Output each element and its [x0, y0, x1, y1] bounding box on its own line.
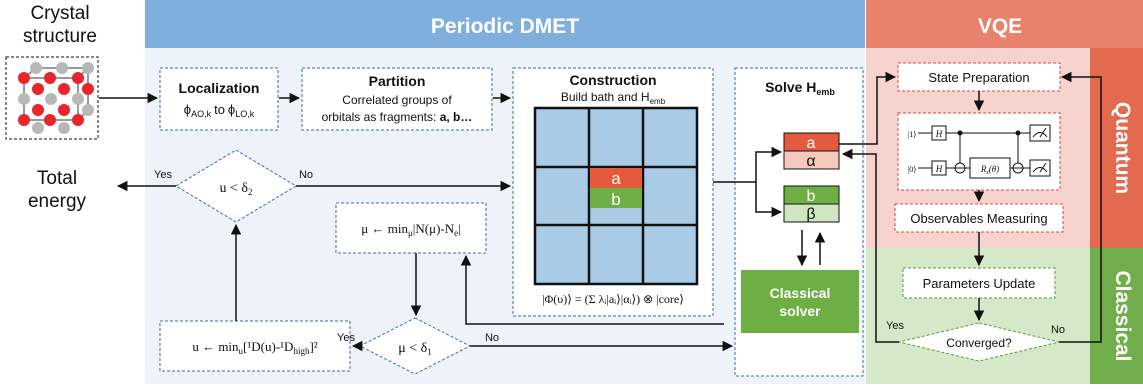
total-energy-label-1: Total	[37, 168, 77, 189]
vqe-title: VQE	[978, 15, 1022, 38]
solve-alpha-label: α	[806, 153, 815, 170]
partition-line1: Correlated groups of	[342, 93, 452, 107]
dmet-header	[145, 0, 865, 48]
construction-title: Construction	[569, 72, 656, 88]
qubit0-label: |0⟩	[908, 165, 917, 174]
observables-box	[894, 203, 1064, 233]
h-gate-1: H	[935, 129, 943, 139]
flow-arrows	[99, 71, 1102, 352]
solve-a-label: a	[807, 135, 816, 152]
mu-decision-diamond	[358, 317, 472, 375]
state-preparation-box	[897, 62, 1061, 92]
crystal-structure-image	[5, 56, 99, 140]
u-decision-no: No	[299, 169, 313, 181]
solve-title: Solve Hemb	[765, 79, 835, 97]
mu-update-box	[335, 202, 487, 254]
classical-solver-box	[741, 270, 859, 333]
partition-title: Partition	[369, 73, 426, 89]
quantum-circuit: |1⟩ |0⟩ H H Rz(θ)	[897, 112, 1061, 191]
wavefunction-formula: |Φ(υ)⟩ = (Σ λᵢ|aᵢ⟩|αᵢ⟩) ⊗ |core⟩	[542, 292, 684, 306]
u-decision-text: u < δ2	[220, 181, 253, 197]
mu-decision-text: μ < δ1	[398, 341, 432, 357]
fragment-b-label: b	[611, 190, 620, 209]
dmet-title: Periodic DMET	[431, 15, 579, 38]
converged-yes: Yes	[886, 320, 904, 332]
crystal-label-2: structure	[23, 26, 97, 47]
classical-side-band	[1090, 248, 1143, 384]
solve-alpha-block	[783, 150, 840, 170]
classical-solver-line2: solver	[779, 303, 821, 319]
u-decision-diamond	[175, 149, 297, 223]
classical-solver-line1: Classical	[770, 285, 831, 301]
mu-decision-yes: Yes	[337, 332, 355, 344]
h-gate-0: H	[935, 164, 943, 174]
fragment-b-cell	[590, 188, 642, 208]
converged-diamond	[898, 322, 1060, 362]
u-update-box	[159, 320, 351, 372]
fragment-a-cell	[590, 168, 642, 188]
localization-box	[159, 67, 279, 131]
u-update-formula: u ← minu[¹D(u)-¹Dhigh]²	[192, 339, 317, 356]
crystal-label-1: Crystal	[30, 3, 89, 24]
solve-b-label: b	[807, 188, 816, 205]
observables-label: Observables Measuring	[910, 211, 1047, 226]
quantum-label: Quantum	[1111, 102, 1134, 194]
solve-beta-label: β	[806, 206, 815, 223]
partition-line2: orbitals as fragments: a, b…	[322, 110, 473, 124]
u-decision-yes: Yes	[154, 169, 172, 181]
parameters-update-label: Parameters Update	[923, 276, 1036, 291]
qubit1-label: |1⟩	[908, 130, 917, 139]
converged-label: Converged?	[946, 336, 1012, 350]
mu-update-formula: μ ← minμ|N(μ)-Ne|	[361, 221, 460, 238]
state-preparation-label: State Preparation	[928, 70, 1029, 85]
fragment-a-label: a	[611, 169, 621, 188]
converged-no: No	[1051, 324, 1065, 336]
rz-gate: Rz(θ)	[980, 164, 999, 176]
mu-decision-no: No	[485, 332, 499, 344]
embedding-grid: a b	[533, 106, 699, 286]
total-energy-label-2: energy	[28, 191, 87, 212]
localization-title: Localization	[179, 80, 260, 96]
construction-subtitle: Build bath and Hemb	[561, 90, 666, 106]
quantum-side-band	[1090, 48, 1143, 248]
solve-beta-block	[783, 203, 840, 223]
classical-label: Classical	[1111, 270, 1134, 361]
partition-box	[301, 67, 493, 131]
vqe-header	[866, 0, 1143, 48]
